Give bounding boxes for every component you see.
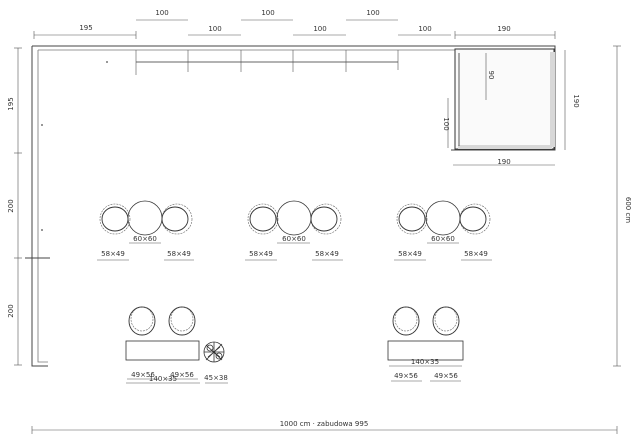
glass-room bbox=[447, 48, 555, 150]
chair-left-size-label: 58×49 bbox=[398, 250, 422, 258]
dim-room-190-right: 190 bbox=[572, 94, 580, 107]
dim-left-200-b: 200 bbox=[7, 304, 15, 317]
outer-dimensions bbox=[31, 45, 621, 434]
lounge-chair-b bbox=[432, 306, 460, 336]
chair-a-size-label: 49×56 bbox=[131, 371, 155, 379]
dim-top-100-upper-1: 100 bbox=[155, 9, 168, 17]
chair-left-outline bbox=[99, 203, 131, 235]
plant-size-label: 45×38 bbox=[204, 374, 228, 382]
table-size-label: 60×60 bbox=[431, 235, 455, 243]
chair-right-size-label: 58×49 bbox=[167, 250, 191, 258]
chair-left-outline bbox=[247, 203, 279, 235]
left-wall-inner bbox=[37, 50, 48, 363]
round-table bbox=[425, 200, 461, 236]
dim-room-100: 100 bbox=[442, 117, 450, 130]
chair-left-size-label: 58×49 bbox=[249, 250, 273, 258]
sofa-size-label: 140×35 bbox=[411, 358, 439, 366]
left-dimensions bbox=[14, 47, 22, 366]
top-dimensions bbox=[33, 19, 556, 39]
table-set-1: 60×60 58×49 58×49 bbox=[97, 200, 194, 261]
table-size-label: 60×60 bbox=[282, 235, 306, 243]
dim-top-190: 190 bbox=[497, 25, 510, 33]
chair-right-size-label: 58×49 bbox=[464, 250, 488, 258]
dim-bottom-total: 1000 cm · zabudowa 995 bbox=[280, 420, 369, 428]
dim-left-195: 195 bbox=[7, 97, 15, 110]
dim-right-600: 600 cm bbox=[624, 197, 632, 223]
dim-top-100-upper-3: 100 bbox=[366, 9, 379, 17]
wall-shelving bbox=[41, 50, 399, 231]
chair-b-size-label: 49×56 bbox=[434, 372, 458, 380]
dim-room-190-bottom: 190 bbox=[497, 158, 510, 166]
sofa bbox=[125, 340, 200, 361]
chair-right bbox=[459, 206, 487, 232]
chair-left bbox=[101, 206, 129, 232]
table-size-label: 60×60 bbox=[133, 235, 157, 243]
chair-right bbox=[310, 206, 338, 232]
dim-top-100-lower-1: 100 bbox=[208, 25, 221, 33]
chair-right-size-label: 58×49 bbox=[315, 250, 339, 258]
sofa bbox=[387, 340, 464, 361]
chair-left bbox=[249, 206, 277, 232]
dim-room-90: 90 bbox=[487, 71, 495, 80]
lounge-chair-a bbox=[128, 306, 156, 336]
round-table bbox=[127, 200, 163, 236]
table-set-2: 60×60 58×49 58×49 bbox=[245, 200, 343, 261]
lounge-left: 140×35 49×56 49×56 45×38 bbox=[125, 306, 228, 384]
chair-left-outline bbox=[396, 203, 428, 235]
chair-left bbox=[398, 206, 426, 232]
dim-top-195: 195 bbox=[79, 24, 92, 32]
lounge-chair-a bbox=[392, 306, 420, 336]
dim-top-100-lower-2: 100 bbox=[313, 25, 326, 33]
lounge-chair-b bbox=[168, 306, 196, 336]
plant-icon bbox=[203, 341, 225, 363]
chair-right bbox=[161, 206, 189, 232]
round-table bbox=[276, 200, 312, 236]
chair-left-size-label: 58×49 bbox=[101, 250, 125, 258]
left-wall bbox=[31, 46, 48, 367]
lounge-right: 140×35 49×56 49×56 bbox=[387, 306, 464, 382]
table-set-3: 60×60 58×49 58×49 bbox=[394, 200, 492, 261]
chair-a-size-label: 49×56 bbox=[394, 372, 418, 380]
sofa-size-label: 140×35 bbox=[149, 375, 177, 383]
dim-top-100-lower-3: 100 bbox=[418, 25, 431, 33]
dim-top-100-upper-2: 100 bbox=[261, 9, 274, 17]
dim-left-200-a: 200 bbox=[7, 199, 15, 212]
chair-b-size-label: 49×56 bbox=[170, 371, 194, 379]
